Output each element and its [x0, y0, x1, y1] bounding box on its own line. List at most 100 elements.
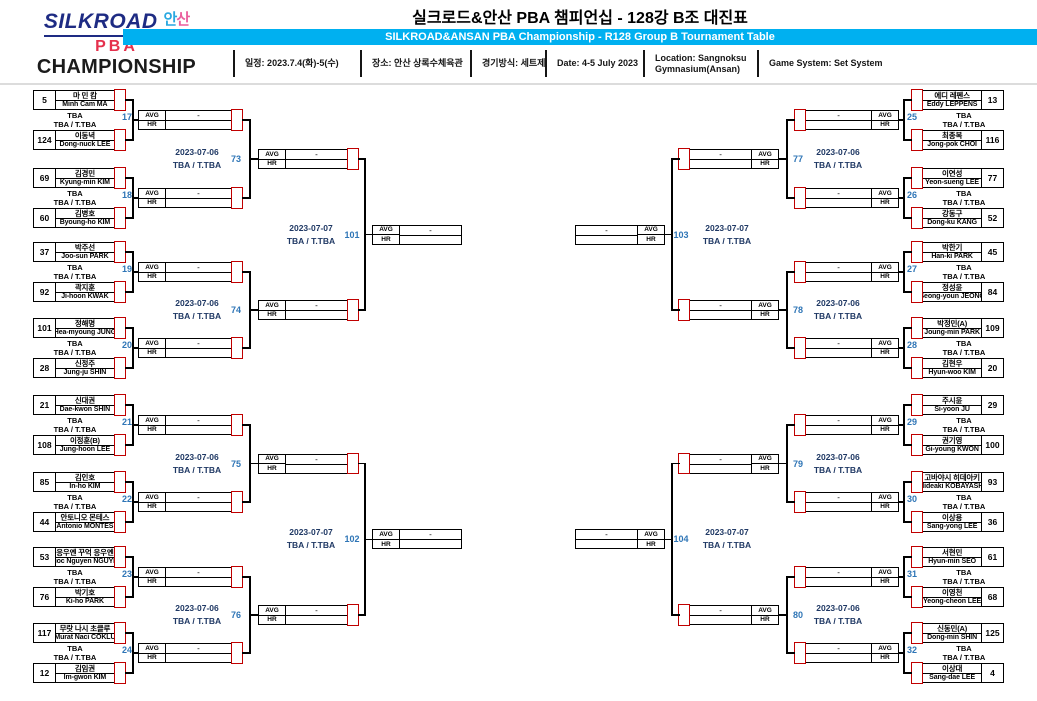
score-values: -	[166, 644, 231, 662]
connector-line	[903, 139, 912, 141]
player-name-korean: 신대권	[56, 396, 114, 406]
avg-value: -	[286, 301, 347, 311]
player-name-korean: 이정훈(B)	[56, 436, 114, 446]
player-name: 신동민(A)Dong-min SHIN	[923, 624, 981, 642]
avg-value: -	[286, 455, 347, 465]
connector-line	[665, 538, 673, 540]
connector-line	[903, 99, 912, 101]
player-name-english: Joung-min PARK	[924, 329, 980, 337]
connector-line	[672, 462, 680, 465]
info-format-text: 경기방식: 세트제	[482, 58, 546, 68]
avg-label: AVG	[752, 301, 778, 311]
match-slot: TBA / T.TBA	[286, 540, 336, 551]
match-number: 17	[121, 112, 132, 122]
winner-mark-cell	[346, 148, 359, 170]
winner-mark-cell	[911, 89, 924, 111]
match-date: 2023-07-07	[705, 222, 749, 233]
avg-label: AVG	[872, 339, 898, 349]
hr-value	[806, 578, 871, 586]
seed-number: 5	[34, 91, 56, 109]
avg-label: AVG	[139, 339, 165, 349]
avg-value: -	[806, 339, 871, 349]
player-name-korean: 신동민(A)	[923, 624, 981, 634]
connector-line	[250, 462, 259, 465]
seed-number: 125	[981, 624, 1003, 642]
connector-line	[242, 347, 251, 349]
match-number: 31	[906, 569, 917, 579]
hr-value	[286, 160, 347, 168]
seed-number: 93	[981, 473, 1003, 491]
avg-value: -	[806, 493, 871, 503]
connector-line	[778, 614, 787, 616]
avg-value: -	[400, 226, 461, 236]
seed-number: 116	[981, 131, 1003, 149]
slot-tba-line2: TBA / T.TBA	[942, 120, 986, 129]
winner-mark-cell	[794, 109, 807, 131]
winner-mark-cell	[911, 357, 924, 379]
winner-mark-cell	[113, 434, 126, 456]
connector-line	[903, 481, 912, 483]
slot-tba-line1: TBA	[956, 416, 972, 425]
connector-line	[133, 197, 139, 199]
player-name-english: Antonio MONTES	[56, 523, 114, 531]
connector-line	[786, 652, 795, 654]
winner-mark-cell	[230, 187, 243, 209]
hr-label: HR	[646, 235, 656, 243]
hr-label: HR	[880, 578, 890, 586]
player-name-english: Hea-myoung JUNG	[56, 329, 114, 337]
player-name-korean: 주시윤	[923, 396, 981, 406]
player-name-english: Jung-hoon LEE	[59, 446, 111, 454]
connector-line	[898, 576, 904, 578]
avg-label: AVG	[872, 644, 898, 654]
player-name-english: Joo-sun PARK	[61, 253, 109, 261]
connector-line	[132, 327, 134, 369]
connector-line	[242, 197, 251, 199]
slot-tba-line1: TBA	[956, 111, 972, 120]
avg-label: AVG	[259, 150, 285, 160]
hr-value	[166, 578, 231, 586]
winner-mark-cell	[911, 167, 924, 189]
avg-label: AVG	[872, 263, 898, 273]
connector-line	[125, 217, 134, 219]
seed-number: 68	[981, 588, 1003, 606]
winner-mark-cell	[113, 241, 126, 263]
connector-line	[903, 521, 912, 523]
match-number: 76	[230, 610, 241, 620]
score-values: -	[166, 339, 231, 357]
slot-tba-line1: TBA	[67, 568, 83, 577]
score-values: -	[690, 301, 751, 319]
hr-label: HR	[267, 311, 277, 319]
hr-value	[806, 121, 871, 129]
score-values: -	[166, 416, 231, 434]
info-schedule-text: 일정: 2023.7.4(화)-5(수)	[245, 58, 339, 68]
winner-mark-cell	[113, 471, 126, 493]
hr-value	[166, 426, 231, 434]
match-number: 21	[121, 417, 132, 427]
winner-mark-cell	[113, 394, 126, 416]
match-number: 32	[906, 645, 917, 655]
match-date: 2023-07-06	[175, 603, 219, 613]
